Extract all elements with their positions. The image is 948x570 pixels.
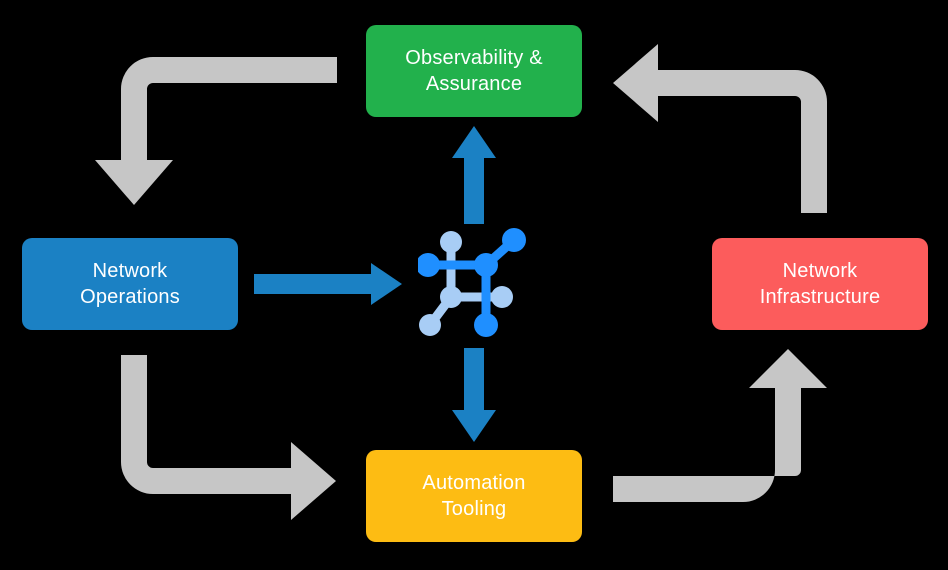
arrow-center-to-observability — [452, 126, 496, 224]
network-icon-dark-nodes — [416, 228, 526, 337]
network-icon-light-nodes — [419, 231, 513, 336]
node-network-operations[interactable]: Network Operations — [22, 238, 238, 330]
arrow-center-to-automation — [452, 348, 496, 442]
arrow-operations-to-center — [254, 263, 402, 305]
node-automation-tooling[interactable]: Automation Tooling — [366, 450, 582, 542]
arrow-infrastructure-to-observability — [613, 44, 827, 213]
node-observability-label: Observability & Assurance — [405, 46, 543, 95]
node-operations-label: Network Operations — [80, 259, 180, 308]
network-topology-icon — [416, 222, 538, 344]
node-network-infrastructure[interactable]: Network Infrastructure — [712, 238, 928, 330]
node-observability-assurance[interactable]: Observability & Assurance — [366, 25, 582, 117]
node-infrastructure-label: Network Infrastructure — [759, 259, 881, 308]
arrow-observability-to-operations — [95, 57, 337, 205]
arrow-automation-to-infrastructure — [613, 349, 827, 502]
node-automation-label: Automation Tooling — [422, 471, 526, 520]
arrow-operations-to-automation — [121, 355, 336, 520]
